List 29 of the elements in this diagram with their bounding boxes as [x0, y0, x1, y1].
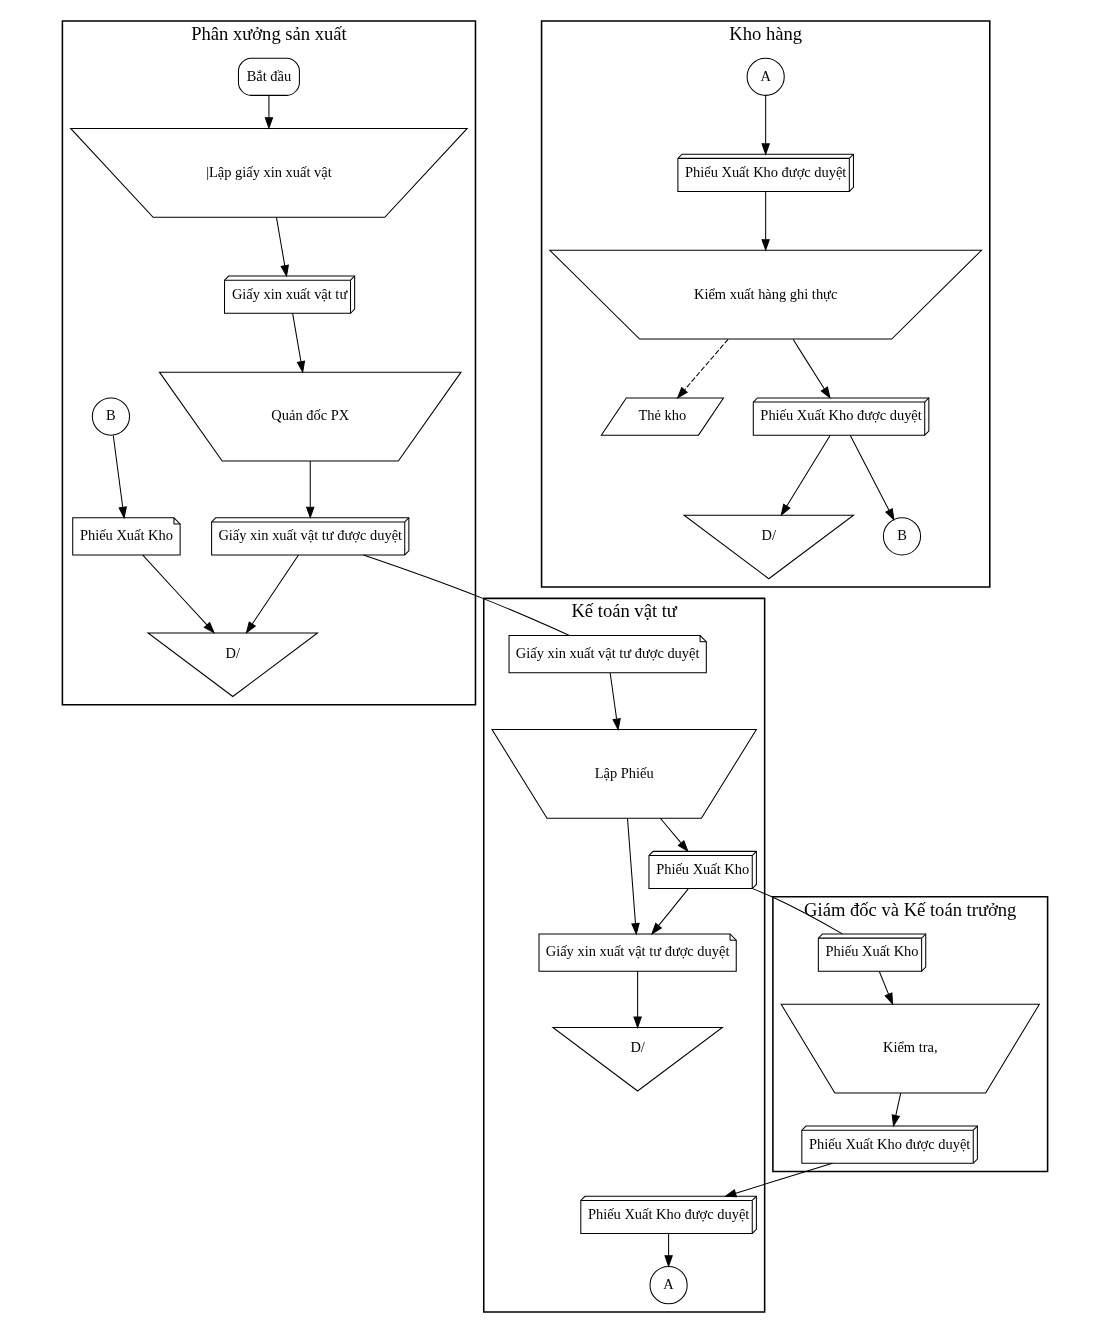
arrow	[792, 338, 831, 400]
node-circle: B	[882, 517, 922, 556]
arrow	[651, 888, 689, 935]
arrow	[878, 970, 894, 1006]
arrow	[245, 554, 299, 634]
arrow	[305, 460, 315, 520]
connector	[362, 554, 570, 636]
arrow	[264, 95, 274, 130]
arrow	[112, 434, 127, 520]
node-box: Bắt đầu	[237, 57, 300, 96]
connector	[752, 888, 843, 935]
arrow	[891, 1092, 902, 1128]
arrow	[609, 672, 621, 731]
arrow	[664, 1233, 673, 1268]
arrow	[849, 434, 895, 521]
arrow	[659, 817, 689, 853]
arrow	[761, 95, 770, 156]
arrow	[142, 554, 215, 634]
arrow	[633, 970, 642, 1029]
arrow	[275, 216, 289, 278]
node-circle: A	[746, 57, 785, 96]
node-circle: A	[649, 1266, 688, 1305]
arrow	[724, 1162, 833, 1198]
arrow	[627, 818, 640, 936]
arrow	[292, 312, 306, 374]
arrow	[676, 338, 729, 399]
arrow	[761, 191, 770, 252]
node-circle: B	[91, 397, 131, 436]
arrow	[780, 434, 831, 517]
